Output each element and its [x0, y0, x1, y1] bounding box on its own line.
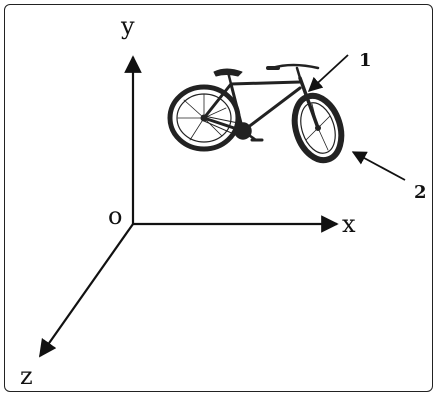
callout-2-leader — [351, 151, 406, 181]
bicycle-illustration — [167, 63, 345, 164]
callout-1-leader — [307, 54, 349, 92]
callout-2-label: 2 — [414, 182, 427, 203]
figure-frame — [4, 4, 433, 392]
bike-frame — [202, 76, 320, 133]
bike-chain — [203, 115, 244, 139]
bike-crankset — [234, 122, 264, 142]
z-axis-label: z — [20, 362, 33, 390]
origin-label: o — [108, 202, 122, 230]
x-axis-label: x — [342, 210, 356, 238]
z-axis — [38, 223, 134, 358]
bike-handlebar — [266, 63, 320, 80]
callout-1-label: 1 — [359, 50, 372, 71]
y-axis-label: y — [120, 12, 135, 40]
bike-seat — [213, 68, 243, 86]
